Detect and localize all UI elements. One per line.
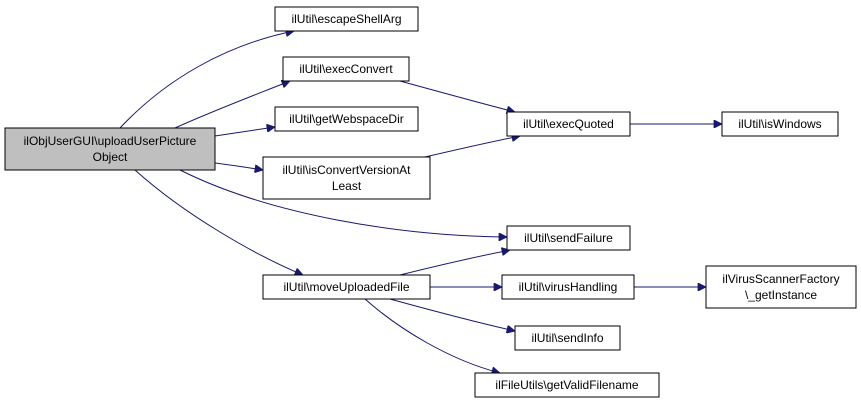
node-escapeShellArg[interactable]: ilUtil\escapeShellArg xyxy=(274,6,419,32)
node-sendInfo[interactable]: ilUtil\sendInfo xyxy=(514,325,621,351)
edge-root-to-moveUploadedFile xyxy=(134,169,303,275)
node-label: ilUtil\virusHandling xyxy=(519,280,618,294)
edge-root-to-isConvertVersionAtLeast xyxy=(214,162,263,170)
node-box xyxy=(721,111,839,137)
edge-root-to-escapeShellArg xyxy=(119,31,294,129)
edge-root-to-execConvert xyxy=(174,81,290,129)
edge-execConvert-to-execQuoted xyxy=(399,80,515,112)
node-box xyxy=(4,127,216,171)
node-getInstance[interactable]: ilVirusScannerFactory \_getInstance xyxy=(705,265,857,309)
node-box xyxy=(262,156,431,200)
node-box xyxy=(282,56,410,82)
node-execQuoted[interactable]: ilUtil\execQuoted xyxy=(506,111,631,137)
node-moveUploadedFile[interactable]: ilUtil\moveUploadedFile xyxy=(262,274,431,300)
node-label: ilFileUtils\getValidFilename xyxy=(495,378,638,392)
edge-moveUploadedFile-to-sendInfo xyxy=(389,298,515,331)
node-box xyxy=(705,265,857,309)
node-isWindows[interactable]: ilUtil\isWindows xyxy=(721,111,839,137)
node-sendFailure[interactable]: ilUtil\sendFailure xyxy=(506,225,631,251)
node-label: ilUtil\execConvert xyxy=(299,62,393,76)
node-box xyxy=(274,6,419,32)
node-box xyxy=(506,111,631,137)
edges xyxy=(119,31,722,373)
node-label: ilVirusScannerFactory xyxy=(722,272,839,286)
node-label: ilUtil\getWebspaceDir xyxy=(289,112,404,126)
node-label: ilUtil\sendFailure xyxy=(524,231,613,245)
node-label: ilUtil\escapeShellArg xyxy=(291,12,401,26)
node-label: ilUtil\execQuoted xyxy=(523,117,614,131)
edge-moveUploadedFile-to-getValidFilename xyxy=(364,298,500,373)
node-label: ilUtil\isConvertVersionAt xyxy=(282,163,411,177)
edge-root-to-sendFailure xyxy=(179,169,507,237)
node-getWebspaceDir[interactable]: ilUtil\getWebspaceDir xyxy=(274,106,419,132)
node-label: ilUtil\isWindows xyxy=(738,117,821,131)
node-box xyxy=(262,274,431,300)
node-label: ilUtil\moveUploadedFile xyxy=(283,280,409,294)
node-box xyxy=(474,372,660,398)
node-execConvert[interactable]: ilUtil\execConvert xyxy=(282,56,410,82)
node-label: Least xyxy=(332,179,362,193)
node-label: Object xyxy=(93,150,128,164)
node-label: \_getInstance xyxy=(745,288,817,302)
edge-moveUploadedFile-to-sendFailure xyxy=(399,250,510,276)
node-getValidFilename[interactable]: ilFileUtils\getValidFilename xyxy=(474,372,660,398)
node-box xyxy=(514,325,621,351)
node-label: ilUtil\sendInfo xyxy=(531,331,603,345)
node-virusHandling[interactable]: ilUtil\virusHandling xyxy=(501,274,635,300)
node-box xyxy=(506,225,631,251)
node-box xyxy=(501,274,635,300)
node-label: ilObjUserGUI\uploadUserPicture xyxy=(24,134,197,148)
edge-root-to-getWebspaceDir xyxy=(214,127,275,137)
node-box xyxy=(274,106,419,132)
edge-isConvertVersionAtLeast-to-execQuoted xyxy=(424,136,520,158)
